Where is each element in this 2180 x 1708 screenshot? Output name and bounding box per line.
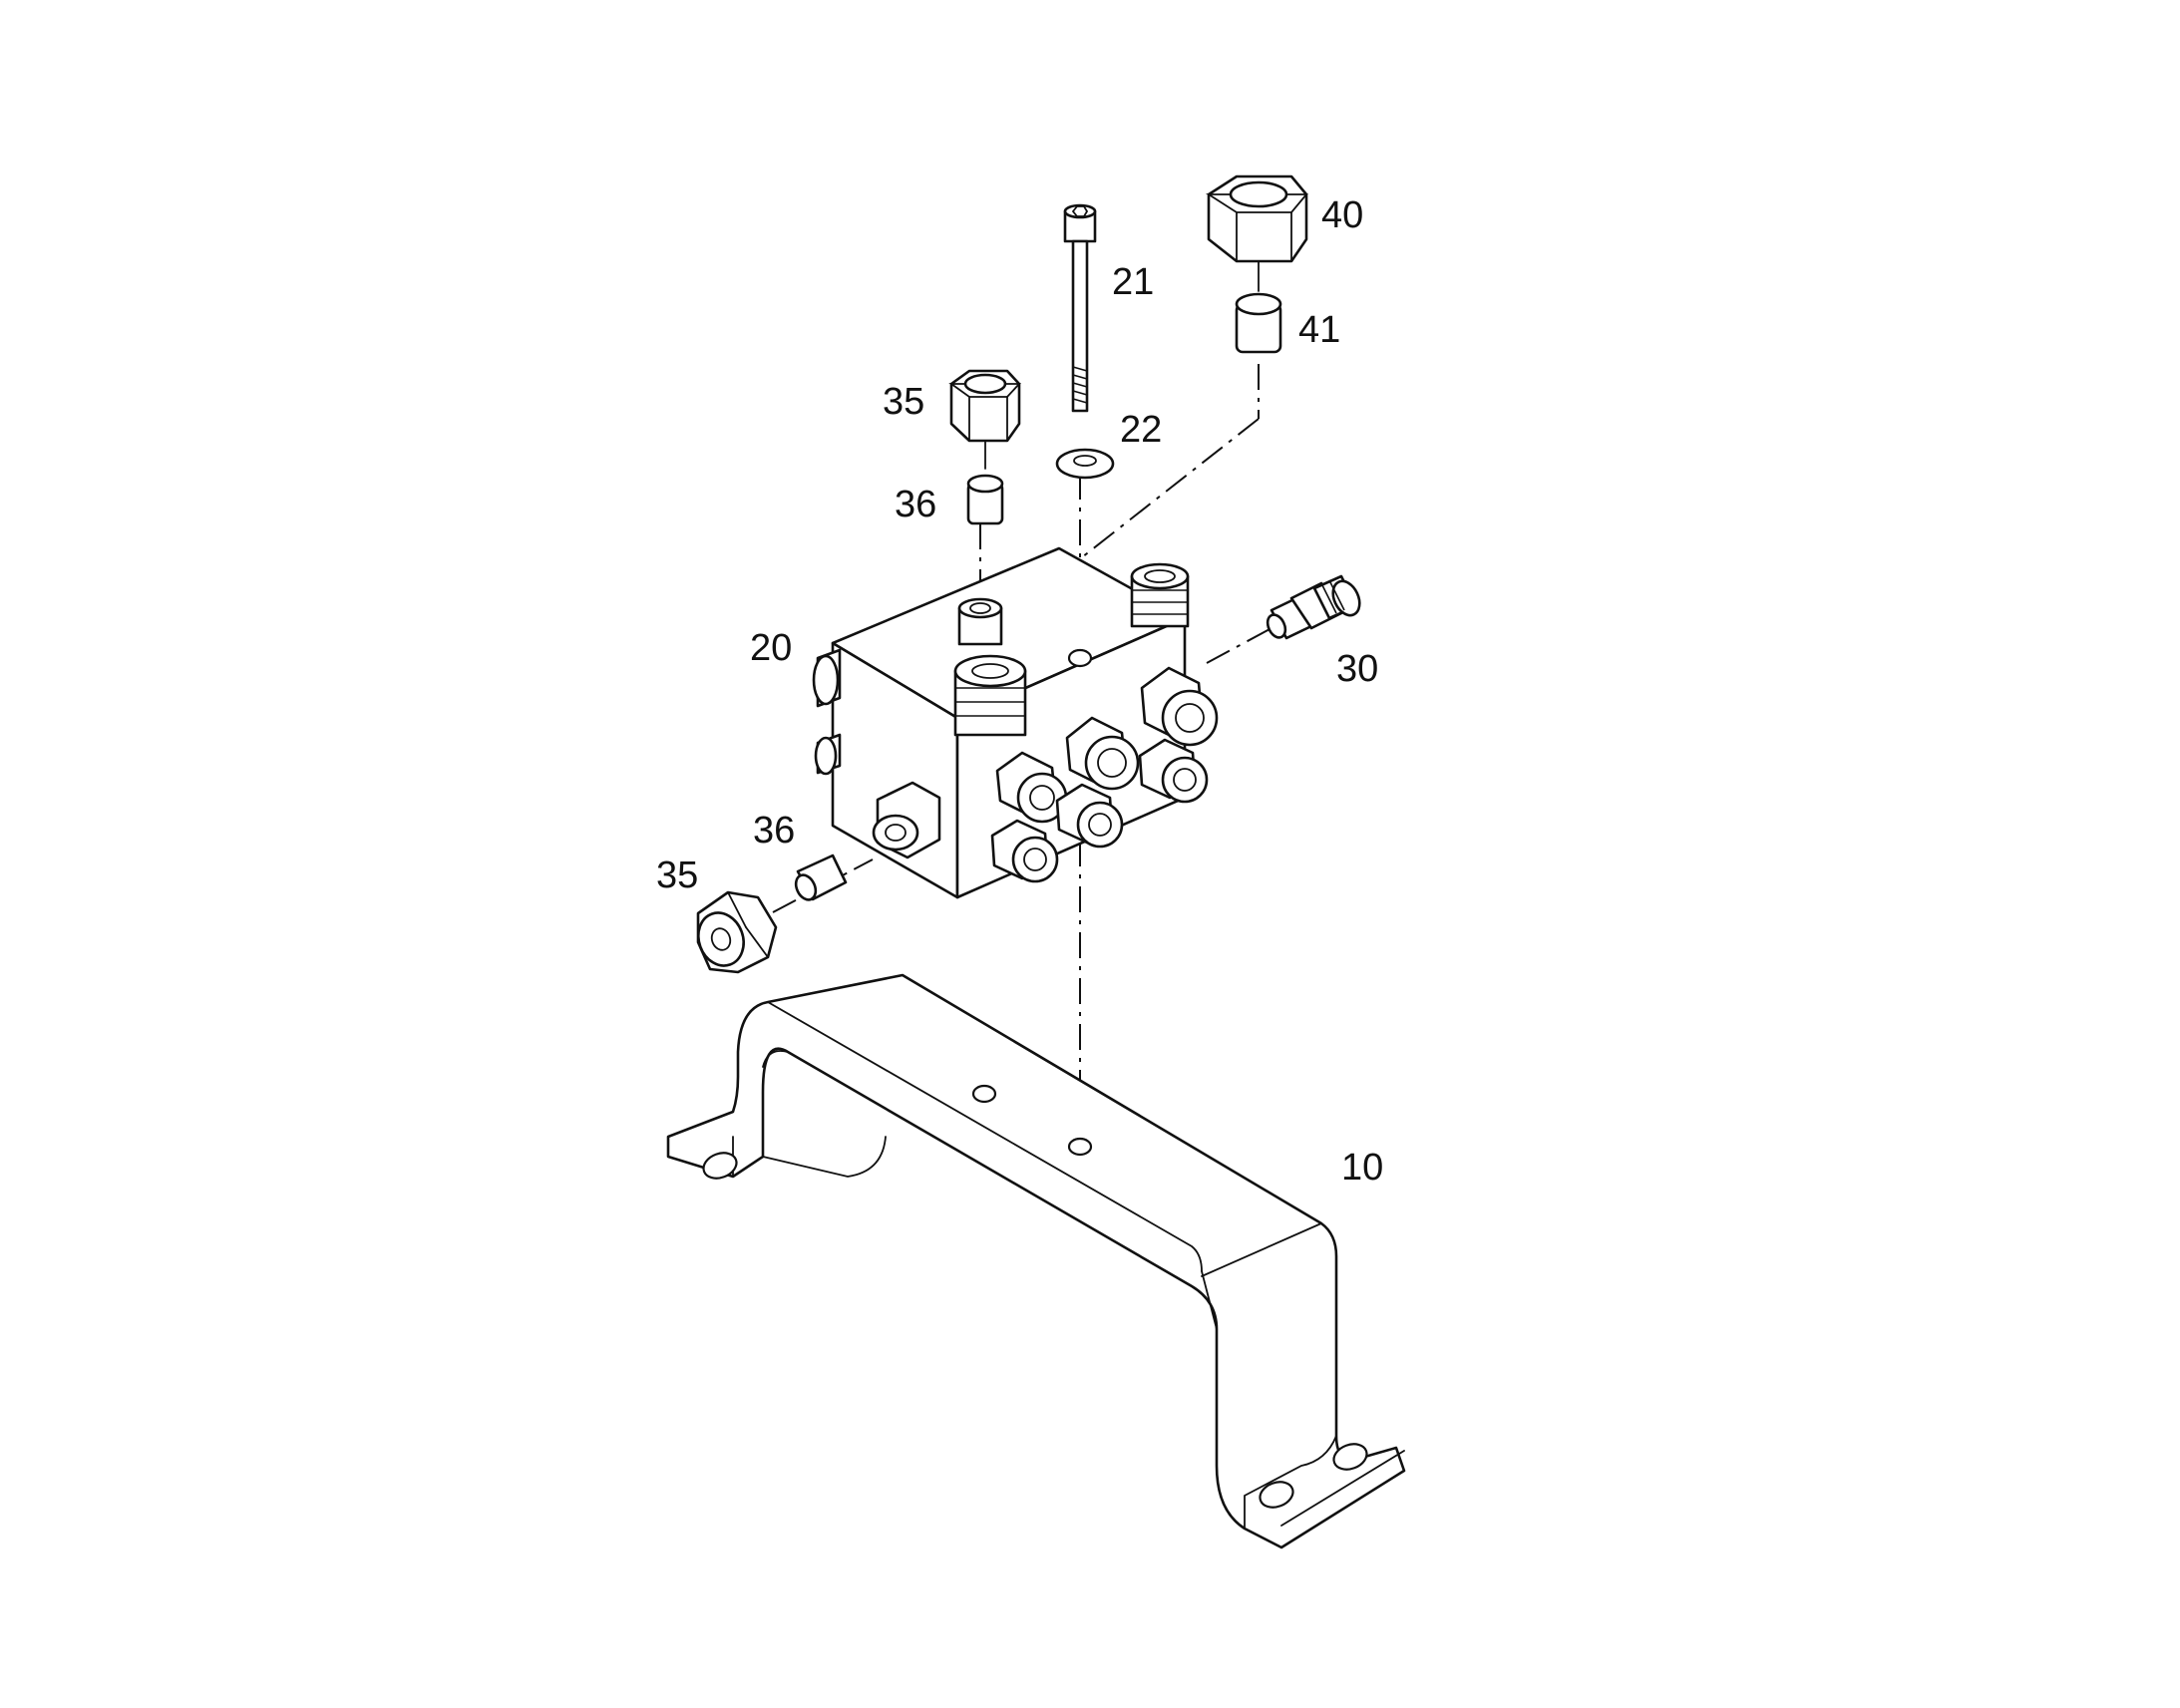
- screw-bolt: [1063, 203, 1097, 413]
- callout-35-bottom: 35: [656, 854, 698, 896]
- union-nut-bottom: [696, 890, 778, 974]
- mounting-bracket: [666, 973, 1406, 1549]
- callout-40: 40: [1321, 194, 1363, 236]
- callout-20: 20: [750, 627, 792, 669]
- screw-in-fitting: [1266, 574, 1361, 640]
- washer: [1055, 448, 1115, 480]
- front-fitting-lower-left: [872, 781, 941, 859]
- front-face-fittings: [990, 666, 1219, 883]
- cutting-ring-large: [1235, 292, 1282, 354]
- callout-30: 30: [1336, 648, 1378, 690]
- callout-22: 22: [1120, 409, 1162, 451]
- callout-35-top: 35: [883, 381, 924, 423]
- callout-36-top: 36: [895, 484, 936, 525]
- callout-41: 41: [1298, 309, 1340, 351]
- top-fitting-front: [953, 654, 1027, 737]
- union-nut-top: [948, 369, 1022, 470]
- top-fitting-right: [1130, 562, 1190, 628]
- callout-10: 10: [1341, 1147, 1383, 1189]
- top-fitting-left: [957, 597, 1003, 646]
- callout-36-bottom: 36: [753, 810, 795, 852]
- callout-21: 21: [1112, 261, 1154, 303]
- left-side-fittings: [812, 648, 842, 776]
- cutting-ring-top: [966, 474, 1004, 525]
- callout-labels: 10 20 21 22 30 35 36 36 35 40 41: [656, 194, 1383, 1189]
- cutting-ring-bottom: [794, 854, 848, 901]
- union-nut-large: [1205, 174, 1308, 292]
